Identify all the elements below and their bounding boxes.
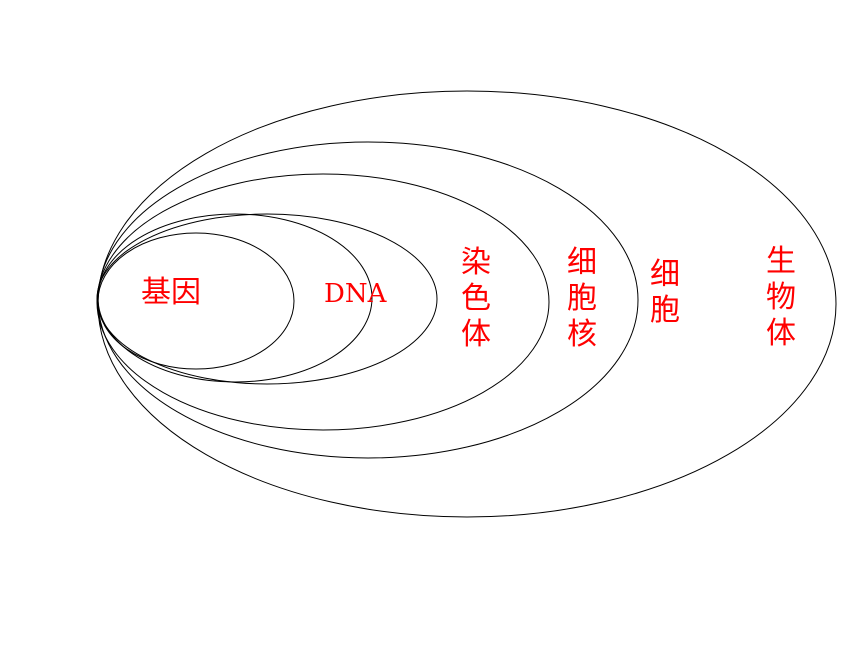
label-dna: DNA [324,279,387,309]
ellipse-gene [97,232,295,370]
label-organism: 生物体 [766,244,796,351]
label-nucleus: 细胞核 [567,245,597,352]
label-cell: 细胞 [650,257,680,328]
label-chromosome: 染色体 [461,245,491,352]
label-gene: 基因 [141,275,201,310]
ellipse-chromosome [96,213,438,385]
